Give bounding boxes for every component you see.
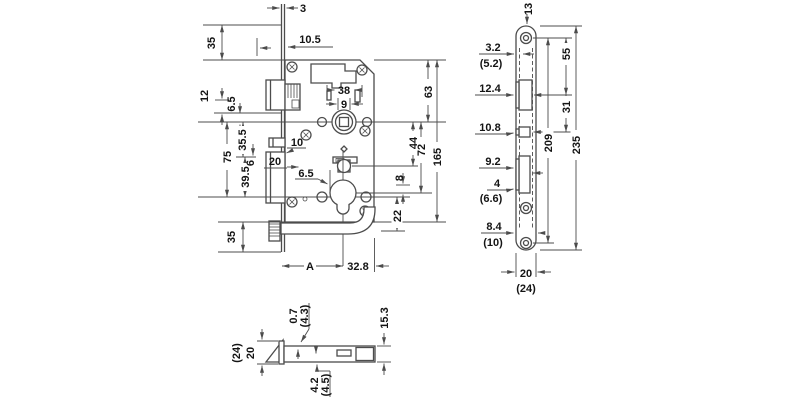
rod-spring-block [268,220,281,242]
dim-8: 8 [394,175,406,181]
dim-35-bottom: 35 [226,231,238,243]
dim-4-2: 4.2 [309,377,321,392]
dim-12: 12 [199,90,211,102]
dim-3-2: 3.2 [485,42,500,54]
dim-9: 9 [341,99,347,111]
dim-3: 3 [300,3,306,15]
dim-44: 44 [408,136,420,149]
screw-icon [286,196,298,208]
dim-38: 38 [338,85,350,97]
dim-20-plate: 20 [520,268,532,280]
dim-24-detail: (24) [231,343,243,363]
dim-5-2: (5.2) [480,58,503,70]
dim-24-plate: (24) [516,283,536,295]
faceplate-strip [280,4,286,252]
dim-209: 209 [543,134,555,152]
detail-labels: (24) 20 0.7 (4.3) 4.2 (4.5) 15.3 [231,304,391,396]
deadbolt [265,151,286,204]
dim-6-5-upper: 6.5 [226,96,238,111]
dim-35-top: 35 [206,37,218,49]
handle-rod [280,206,376,235]
diamond-marker [340,145,348,153]
dim-backset-A: A [306,261,314,273]
dim-10: 10 [291,137,303,149]
dim-63: 63 [423,86,435,98]
dim-4: 4 [494,178,501,190]
lock-body-front-view [198,4,446,266]
screw-icon [286,61,298,73]
dim-75: 75 [222,151,234,163]
dim-6-5-cylinder: 6.5 [298,168,313,180]
handle-follower-hub [331,109,357,135]
faceplate-outline [515,25,537,251]
top-cutout [310,63,357,89]
plate-screw-hole-bottom [519,236,533,250]
screw-icon [359,125,371,137]
faceplate-label-backgrounds [542,43,582,160]
dim-10-5: 10.5 [299,34,320,46]
latch-body [283,345,376,363]
screw-icon [356,64,368,76]
auxiliary-bolt [268,137,286,148]
dim-4-5: (4.5) [320,373,332,396]
latch-opening [515,79,533,111]
square-opening [515,126,531,138]
dim-35-5: 35.5 [237,129,249,150]
dim-9-2: 9.2 [485,156,500,168]
dim-0-7: 0.7 [288,308,300,323]
faceplate-front-view [515,25,537,251]
deadbolt-opening [515,155,531,194]
dim-22: 22 [392,210,404,222]
dim-6: 6 [245,160,257,166]
dim-8-4: 8.4 [486,221,502,233]
locking-follower-hub [336,158,352,174]
small-pin-hole [302,196,308,202]
dim-10-8: 10.8 [479,122,500,134]
dim-13: 13 [523,3,535,15]
latch-bolt-detail-view [264,338,376,365]
latch-slot [336,349,352,357]
dim-6-6: (6.6) [480,193,503,205]
detail-faceplate-bar [278,340,285,365]
main-view-labels: 3 10.5 35 12 6.5 35.5 6 75 39.5 35 20 10… [199,3,444,273]
detail-dimension-lines [257,303,391,397]
dim-32-8: 32.8 [347,261,368,273]
dim-12-4: 12.4 [479,83,501,95]
dim-31: 31 [561,101,573,113]
faceplate-labels: 13 3.2 (5.2) 12.4 10.8 9.2 4 (6.6) 8.4 (… [479,3,583,295]
main-label-backgrounds [221,79,443,272]
dim-55: 55 [561,48,573,60]
dim-39-5: 39.5 [240,166,252,187]
plate-screw-hole-top [519,31,533,45]
dim-10-alt: (10) [483,237,503,249]
plate-screw-hole-middle [519,201,533,215]
latch-tail-box [355,346,375,362]
dim-72: 72 [416,144,428,156]
dim-165: 165 [432,148,444,166]
dim-15-3: 15.3 [379,307,391,328]
dim-235: 235 [571,136,583,154]
dim-4-3: (4.3) [299,304,311,327]
dim-20-deadbolt: 20 [269,156,281,168]
screw-icon [300,129,312,141]
latch-bolt [265,79,301,111]
dim-20-detail: 20 [245,347,257,359]
